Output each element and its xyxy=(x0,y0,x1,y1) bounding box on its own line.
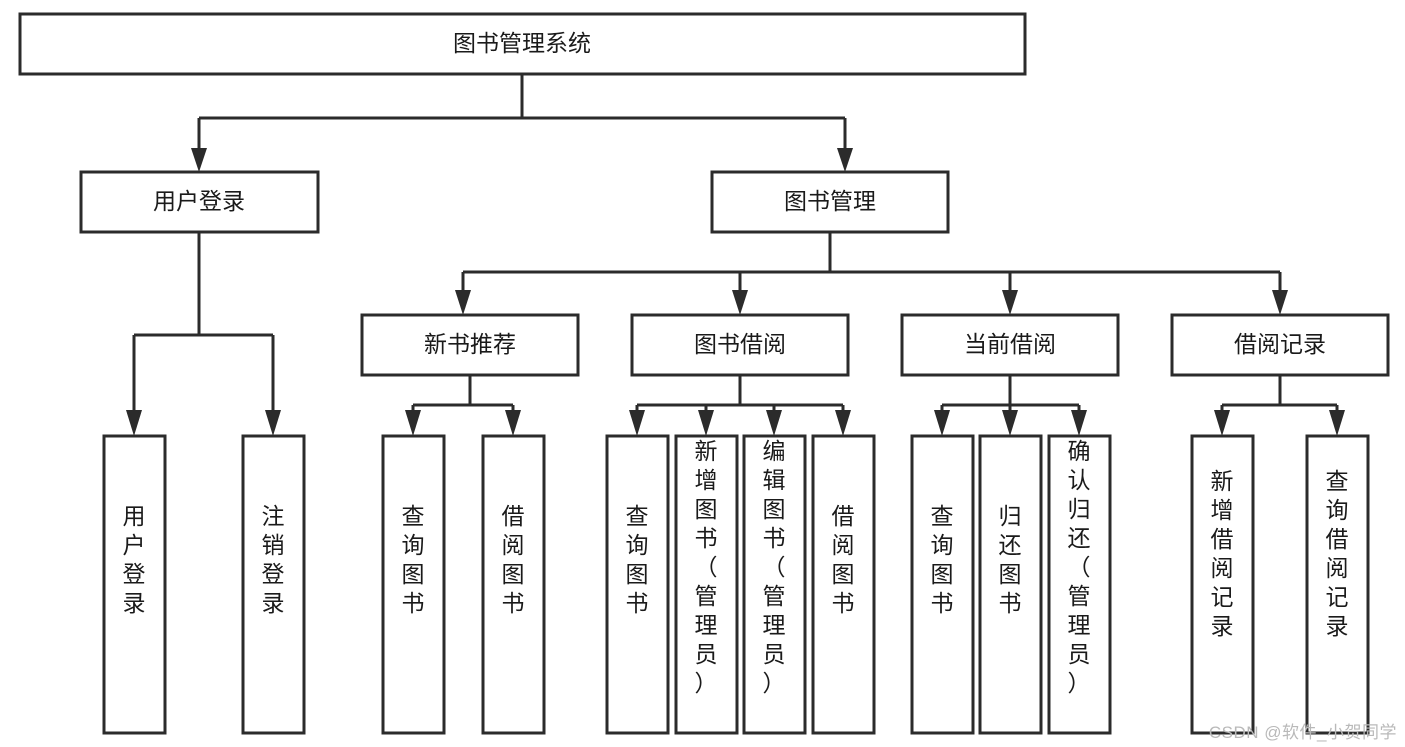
node-borrow-record[interactable]: 借阅记录 xyxy=(1170,313,1390,377)
node-leaf-query-record-box[interactable] xyxy=(1305,434,1370,735)
node-leaf-logout-login[interactable]: 注销登录 xyxy=(241,434,306,735)
arrow-head-leaf-add-record xyxy=(1214,410,1230,436)
node-leaf-query-book-2-label: 查询图书 xyxy=(626,503,649,616)
node-leaf-query-book-2[interactable]: 查询图书 xyxy=(605,434,670,735)
node-root[interactable]: 图书管理系统 xyxy=(18,12,1027,76)
node-leaf-user-login-box[interactable] xyxy=(102,434,167,735)
node-leaf-query-book-3[interactable]: 查询图书 xyxy=(910,434,975,735)
node-leaf-return-book[interactable]: 归还图书 xyxy=(978,434,1043,735)
node-leaf-query-book-1-box[interactable] xyxy=(381,434,446,735)
node-leaf-logout-login-box[interactable] xyxy=(241,434,306,735)
connector-group-new-book-recommend xyxy=(405,375,521,436)
node-leaf-user-login[interactable]: 用户登录 xyxy=(102,434,167,735)
node-leaf-logout-login-label: 注销登录 xyxy=(262,503,285,616)
node-borrow-record-label: 借阅记录 xyxy=(1234,331,1326,357)
node-leaf-edit-book-label: 编辑图书（管理员） xyxy=(763,438,786,696)
arrow-head-borrow-record xyxy=(1272,290,1288,315)
node-user-login-label: 用户登录 xyxy=(153,188,245,214)
node-leaf-add-record-label: 新增借阅记录 xyxy=(1211,468,1234,639)
node-leaf-borrow-book-1-box[interactable] xyxy=(481,434,546,735)
arrow-head-leaf-confirm-return xyxy=(1071,410,1087,436)
node-leaf-confirm-return-box[interactable] xyxy=(1047,434,1112,735)
node-book-manage[interactable]: 图书管理 xyxy=(710,170,950,234)
node-leaf-borrow-book-2-box[interactable] xyxy=(811,434,876,735)
node-leaf-add-book-box[interactable] xyxy=(674,434,739,735)
arrow-head-leaf-borrow-book-1 xyxy=(505,410,521,436)
arrow-head-user-login xyxy=(191,148,207,172)
node-leaf-borrow-book-2[interactable]: 借阅图书 xyxy=(811,434,876,735)
node-leaf-edit-book[interactable]: 编辑图书（管理员） xyxy=(742,434,807,735)
node-current-borrow[interactable]: 当前借阅 xyxy=(900,313,1120,377)
node-leaf-query-book-2-box[interactable] xyxy=(605,434,670,735)
node-root-box[interactable] xyxy=(18,12,1027,76)
node-borrow-record-box[interactable] xyxy=(1170,313,1390,377)
connector-group-current-borrow xyxy=(934,375,1087,436)
node-leaf-add-book-label: 新增图书（管理员） xyxy=(695,438,718,696)
arrow-head-leaf-query-book-2 xyxy=(629,410,645,436)
node-leaf-add-book[interactable]: 新增图书（管理员） xyxy=(674,434,739,735)
node-leaf-confirm-return[interactable]: 确认归还（管理员） xyxy=(1047,434,1112,735)
node-leaf-confirm-return-label: 确认归还（管理员） xyxy=(1068,438,1091,696)
node-book-borrow-label: 图书借阅 xyxy=(694,331,786,357)
node-leaf-query-record[interactable]: 查询借阅记录 xyxy=(1305,434,1370,735)
node-leaf-query-book-3-box[interactable] xyxy=(910,434,975,735)
node-leaf-user-login-label: 用户登录 xyxy=(123,503,146,616)
node-leaf-query-book-1-label: 查询图书 xyxy=(402,503,425,616)
node-new-book-recommend-box[interactable] xyxy=(360,313,580,377)
connector-group-root xyxy=(191,74,853,172)
node-book-manage-label: 图书管理 xyxy=(784,188,876,214)
arrow-head-leaf-query-book-3 xyxy=(934,410,950,436)
node-leaf-query-book-3-label: 查询图书 xyxy=(931,503,954,616)
node-leaf-return-book-box[interactable] xyxy=(978,434,1043,735)
node-leaf-add-record-box[interactable] xyxy=(1190,434,1255,735)
node-book-borrow-box[interactable] xyxy=(630,313,850,377)
arrow-head-book-borrow xyxy=(732,290,748,315)
node-leaf-borrow-book-1[interactable]: 借阅图书 xyxy=(481,434,546,735)
node-leaf-return-book-label: 归还图书 xyxy=(999,503,1022,616)
arrow-head-leaf-query-record xyxy=(1329,410,1345,436)
node-current-borrow-label: 当前借阅 xyxy=(964,331,1056,357)
arrow-head-leaf-return-book xyxy=(1002,410,1018,436)
node-leaf-edit-book-box[interactable] xyxy=(742,434,807,735)
node-book-borrow[interactable]: 图书借阅 xyxy=(630,313,850,377)
arrow-head-current-borrow xyxy=(1002,290,1018,315)
connector-group-user-login xyxy=(126,232,281,436)
node-user-login-box[interactable] xyxy=(79,170,320,234)
node-new-book-recommend[interactable]: 新书推荐 xyxy=(360,313,580,377)
arrow-head-book-manage xyxy=(837,148,853,172)
connector-group-book-manage xyxy=(455,232,1288,315)
connector-group-book-borrow xyxy=(629,375,851,436)
node-leaf-borrow-book-1-label: 借阅图书 xyxy=(502,503,525,616)
node-user-login[interactable]: 用户登录 xyxy=(79,170,320,234)
arrow-head-leaf-borrow-book-2 xyxy=(835,410,851,436)
node-book-manage-box[interactable] xyxy=(710,170,950,234)
node-new-book-recommend-label: 新书推荐 xyxy=(424,331,516,357)
node-leaf-query-record-label: 查询借阅记录 xyxy=(1326,468,1349,639)
node-current-borrow-box[interactable] xyxy=(900,313,1120,377)
connector-group-borrow-record xyxy=(1214,375,1345,436)
node-leaf-query-book-1[interactable]: 查询图书 xyxy=(381,434,446,735)
arrow-head-leaf-logout-login xyxy=(265,410,281,436)
node-leaf-add-record[interactable]: 新增借阅记录 xyxy=(1190,434,1255,735)
arrow-head-leaf-query-book-1 xyxy=(405,410,421,436)
arrow-head-leaf-edit-book xyxy=(766,410,782,436)
node-root-label: 图书管理系统 xyxy=(453,30,591,56)
arrow-head-new-book-recommend xyxy=(455,290,471,315)
arrow-head-leaf-add-book xyxy=(698,410,714,436)
arrow-head-leaf-user-login xyxy=(126,410,142,436)
node-leaf-borrow-book-2-label: 借阅图书 xyxy=(832,503,855,616)
